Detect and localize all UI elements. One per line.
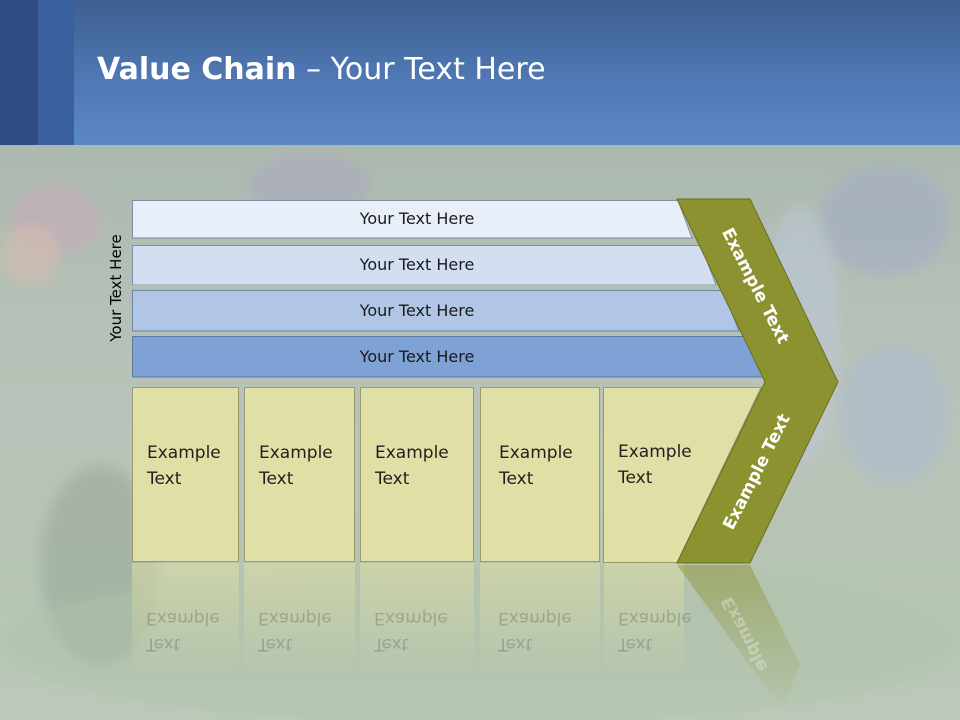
reflection-text: Text — [498, 634, 533, 654]
reflection: Text Example — [132, 563, 239, 693]
box-text-line2: Text — [147, 469, 182, 489]
bar-shape — [132, 245, 717, 285]
bar-label: Your Text Here — [359, 255, 475, 274]
chevron-shape — [676, 198, 839, 564]
reflection-text: Example — [498, 608, 572, 628]
header-accent-strip — [0, 0, 38, 145]
margin-chevron — [676, 198, 839, 710]
slide-title: Value Chain – Your Text Here — [97, 52, 546, 87]
header-accent-strip — [38, 0, 74, 145]
reflection: Text Example — [480, 563, 600, 693]
reflection-text: Text — [146, 634, 181, 654]
reflection-text: Text — [374, 634, 409, 654]
bar-shape — [132, 200, 693, 239]
box-text-line2: Text — [375, 469, 410, 489]
title-rest: – Your Text Here — [296, 52, 546, 87]
title-bold: Value Chain — [97, 52, 297, 87]
reflection: Text Example — [360, 563, 474, 693]
bar-label: Your Text Here — [359, 301, 475, 320]
bar-shape — [132, 290, 740, 332]
reflection-text: Example — [146, 608, 220, 628]
box-text-line2: Text — [618, 468, 653, 488]
reflection-text: Example — [374, 608, 448, 628]
reflection-text: Example — [258, 608, 332, 628]
bar-label: Your Text Here — [359, 209, 475, 228]
reflection-text: Text — [258, 634, 293, 654]
box-text-line1: Example — [259, 443, 333, 463]
box-text-line2: Text — [259, 469, 294, 489]
chevron-reflection — [677, 565, 800, 710]
title-bar: Value Chain – Your Text Here — [0, 0, 960, 145]
vertical-label: Your Text Here — [107, 234, 125, 342]
bar-label: Your Text Here — [359, 347, 475, 366]
box-text-line1: Example — [618, 442, 692, 462]
reflection: Text Example — [244, 563, 355, 693]
box-text-line2: Text — [499, 469, 534, 489]
box-text-line1: Example — [375, 443, 449, 463]
reflection-text: Text — [618, 634, 653, 654]
box-text-line1: Example — [147, 443, 221, 463]
box-text-line1: Example — [499, 443, 573, 463]
